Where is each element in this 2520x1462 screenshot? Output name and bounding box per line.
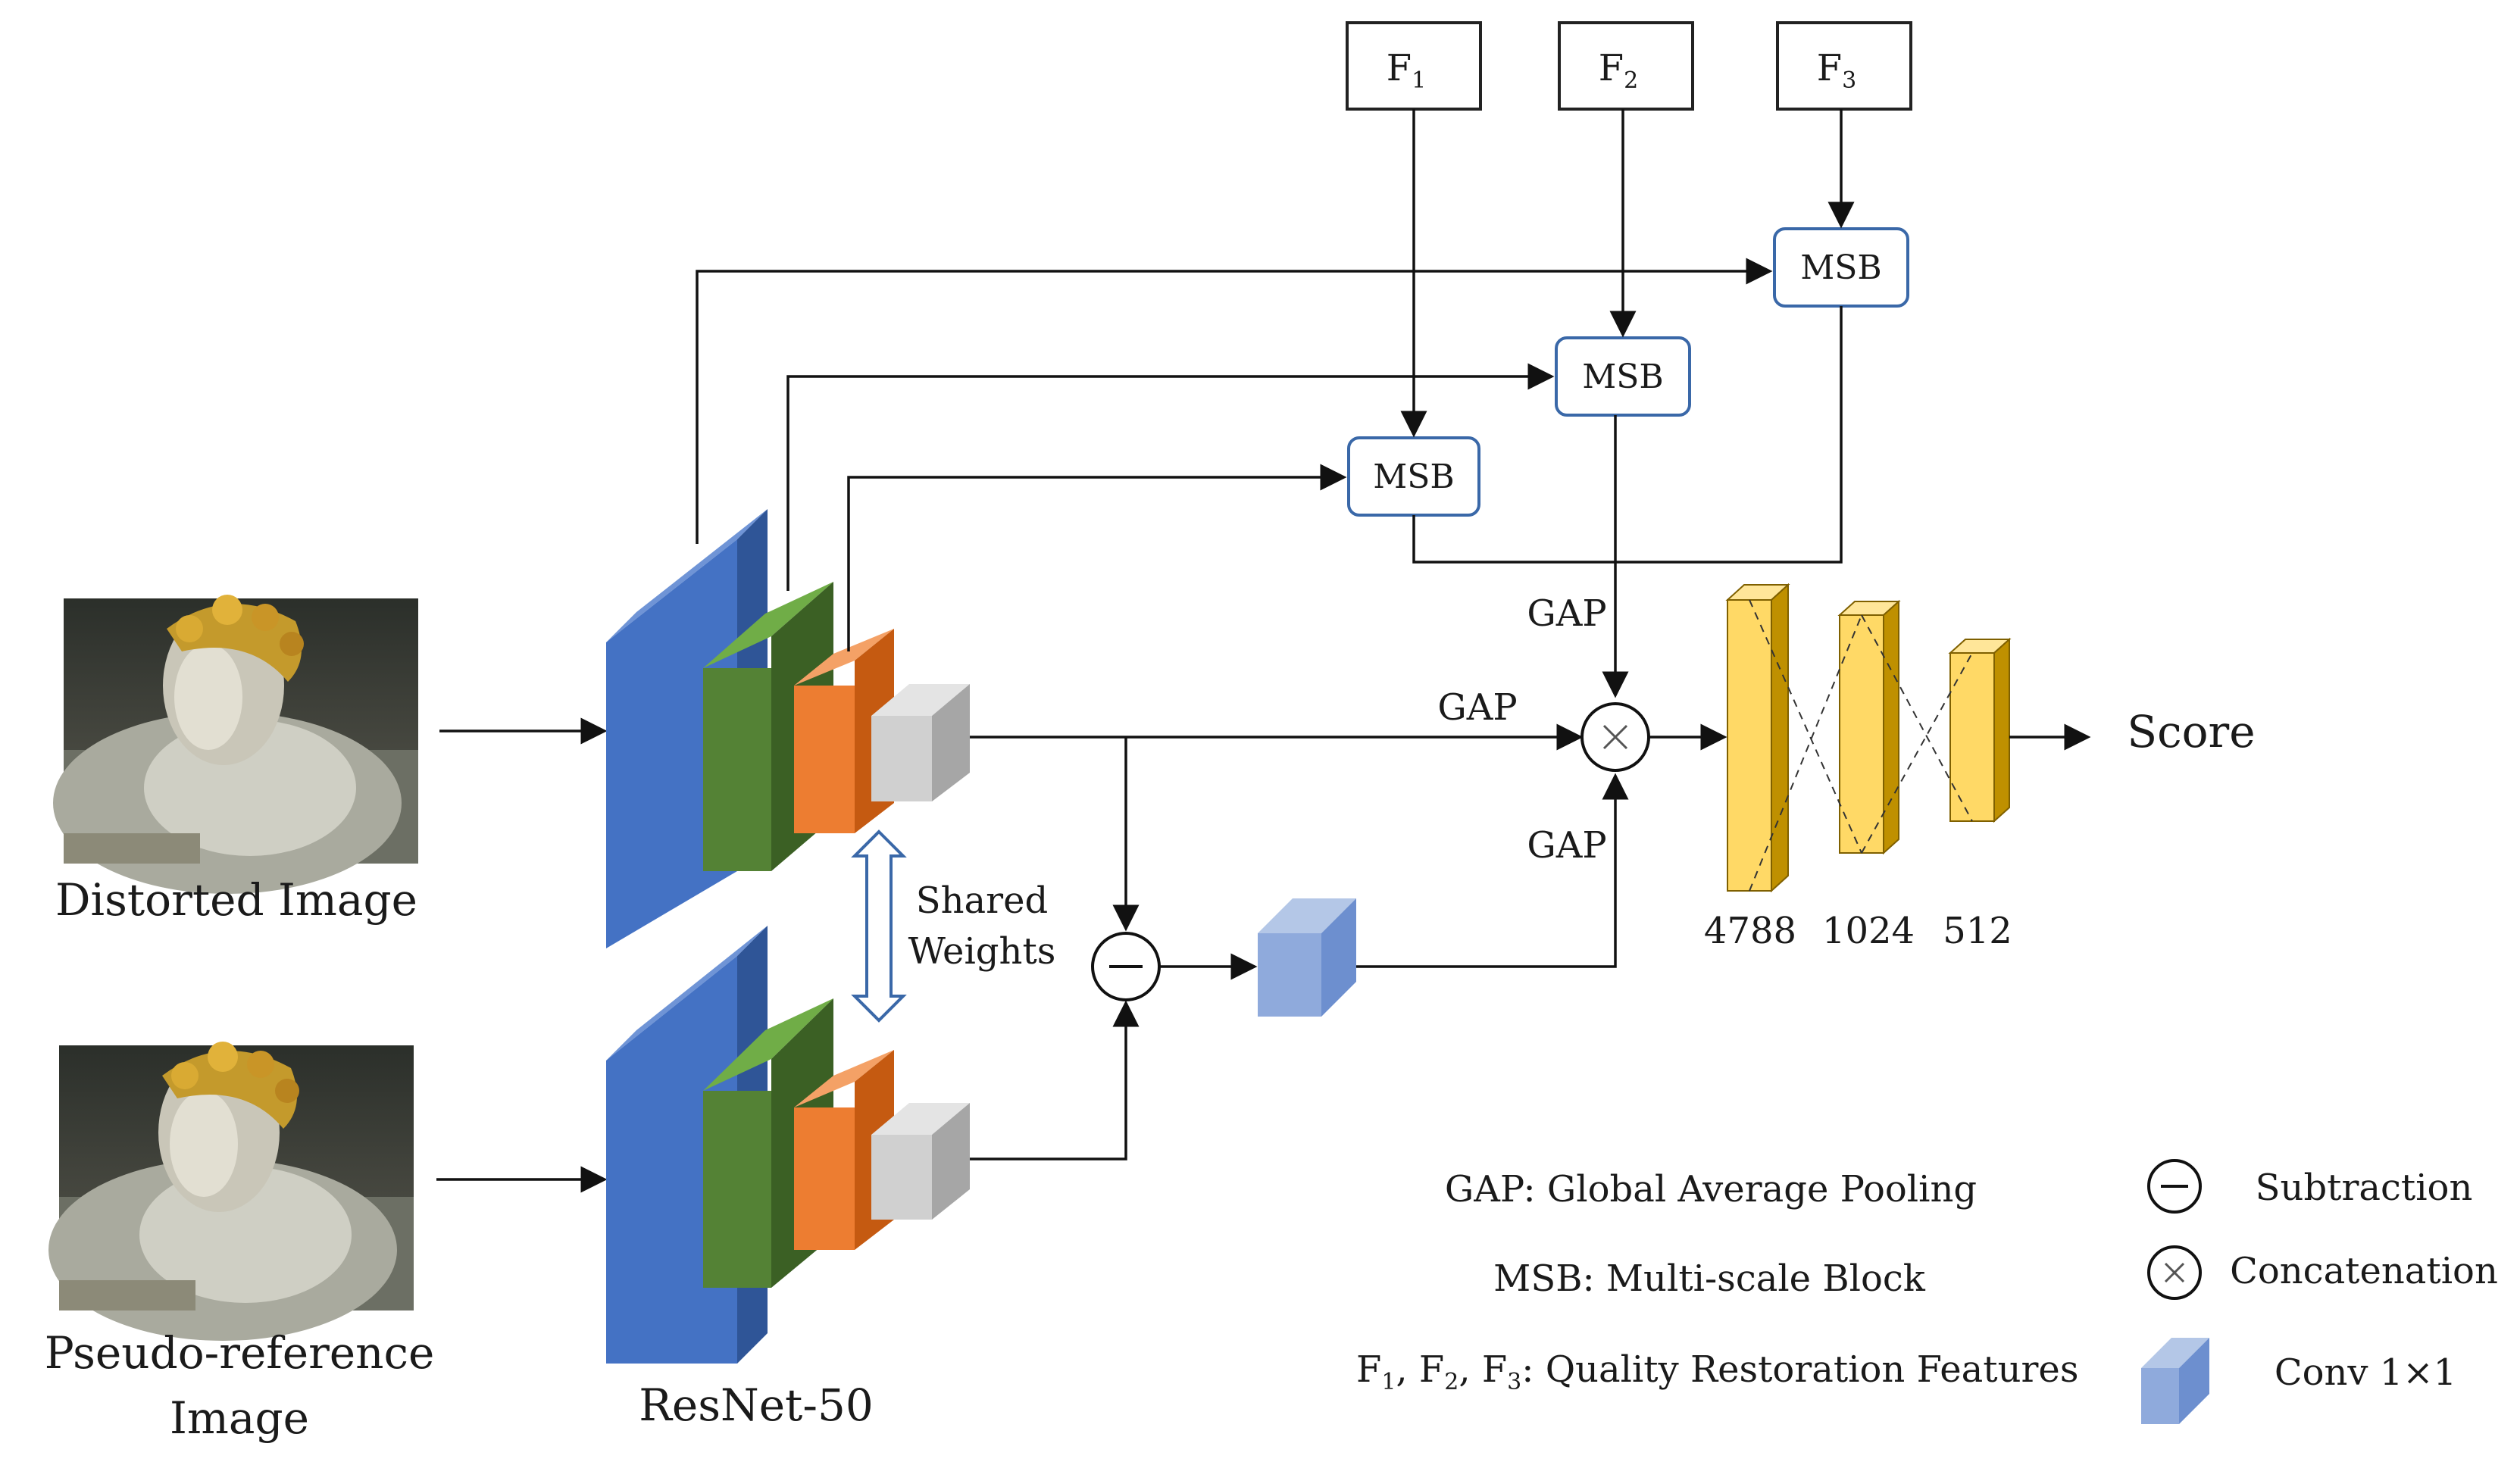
legend-concatenation-label: Concatenation [2230, 1250, 2498, 1292]
legend-subtraction-label: Subtraction [2256, 1167, 2473, 1209]
score-label: Score [2127, 706, 2255, 758]
stage3-to-msb1-line [847, 464, 1347, 651]
svg-text:MSB: MSB [1800, 248, 1882, 287]
stage2-to-msb2-line [786, 363, 1555, 591]
shared-weights-label-line2: Weights [908, 930, 1056, 973]
resnet-top-orange-block [794, 686, 855, 833]
subtraction-node [1091, 932, 1161, 1001]
fc-size-512: 512 [1943, 910, 2012, 952]
gap-label-bottom: GAP [1527, 824, 1606, 867]
svg-text:MSB: MSB [1582, 358, 1664, 396]
resnet-bottom [606, 926, 970, 1364]
resnet-top-gray-block [871, 716, 932, 801]
fc-layer-1024 [1837, 599, 1901, 855]
fc-connections [1749, 599, 1973, 892]
msb-block-2: MSB [1555, 336, 1691, 417]
feature-box-f2: F2 [1558, 21, 1694, 111]
legend-subtraction-icon [2147, 1159, 2202, 1214]
svg-text:F1: F1 [1387, 47, 1426, 94]
feature-box-f1: F1 [1346, 21, 1482, 111]
shared-weights-arrow [851, 829, 907, 1023]
resnet-label: ResNet-50 [639, 1379, 874, 1431]
resnet-bottom-green-block [703, 1091, 771, 1288]
feature-box-f3: F3 [1776, 21, 1912, 111]
legend-gap-definition: GAP: Global Average Pooling [1445, 1168, 1977, 1211]
concatenation-node [1580, 702, 1650, 772]
fc-size-4788: 4788 [1704, 910, 1796, 952]
msb-block-3: MSB [1773, 227, 1909, 308]
pseudo-reference-label-line2: Image [170, 1392, 309, 1444]
resnet-top-green-block [703, 668, 771, 871]
distorted-image [53, 595, 418, 894]
conv1x1-block [1258, 898, 1356, 1017]
shared-weights-label-line1: Shared [916, 879, 1049, 922]
pseudo-reference-label-line1: Pseudo-reference [45, 1327, 435, 1379]
stage1-to-msb3-line [696, 258, 1773, 544]
gap-label-middle: GAP [1437, 686, 1517, 729]
resnet-bottom-gray-block [871, 1135, 932, 1220]
msb-gather-line [1412, 306, 1843, 564]
legend-conv-icon [2141, 1338, 2209, 1424]
msb-block-1: MSB [1347, 436, 1480, 517]
fc-layer-512 [1948, 637, 2012, 823]
bottom-to-subtraction-arrow [970, 1000, 1140, 1161]
legend-f-definition: F1, F2, F3: Quality Restoration Features [1356, 1348, 2078, 1395]
svg-text:MSB: MSB [1373, 458, 1455, 496]
conv-to-concat-arrow [1356, 773, 1629, 968]
legend-msb-definition: MSB: Multi-scale Block [1493, 1257, 1926, 1300]
resnet-top [606, 509, 970, 948]
gap-label-top: GAP [1527, 592, 1606, 635]
resnet-bottom-orange-block [794, 1107, 855, 1250]
legend-concatenation-icon [2147, 1245, 2202, 1300]
distorted-image-label: Distorted Image [55, 874, 417, 926]
svg-text:F3: F3 [1817, 47, 1856, 94]
fc-layer-4788 [1725, 583, 1790, 893]
fc-size-1024: 1024 [1822, 910, 1915, 952]
legend-conv-label: Conv 1×1 [2275, 1351, 2456, 1394]
pseudo-reference-image [48, 1042, 414, 1341]
svg-text:F2: F2 [1599, 47, 1638, 94]
